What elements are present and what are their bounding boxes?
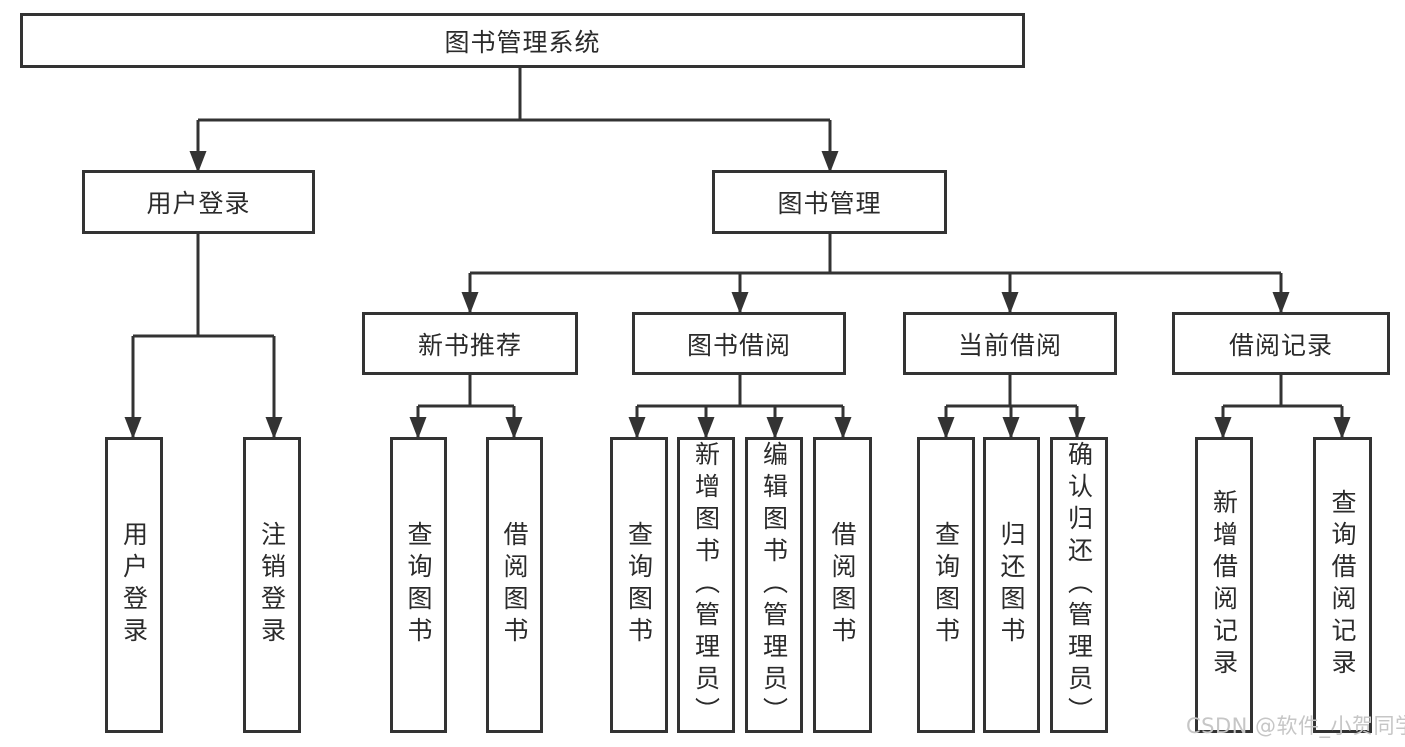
node-borrow-records: 借阅记录	[1172, 312, 1390, 375]
node-book-borrow: 图书借阅	[632, 312, 846, 375]
node-new-book-recommend: 新书推荐	[362, 312, 578, 375]
node-query-books: 查询图书	[390, 437, 447, 733]
node-edit-books-admin: 编辑图书（管理员）	[745, 437, 803, 733]
node-book-management: 图书管理	[712, 170, 947, 234]
node-user-login-leaf: 用户登录	[105, 437, 163, 733]
watermark: CSDN @软件_小贺同学	[1186, 714, 1405, 738]
node-query-books: 查询图书	[917, 437, 975, 733]
node-current-borrow: 当前借阅	[903, 312, 1117, 375]
node-return-books: 归还图书	[983, 437, 1040, 733]
node-query-borrow-record: 查询借阅记录	[1313, 437, 1372, 733]
node-query-books: 查询图书	[610, 437, 668, 733]
node-add-borrow-record: 新增借阅记录	[1195, 437, 1253, 733]
node-confirm-return-admin: 确认归还（管理员）	[1050, 437, 1108, 733]
node-logout-leaf: 注销登录	[243, 437, 301, 733]
node-borrow-books: 借阅图书	[813, 437, 872, 733]
node-library-system: 图书管理系统	[20, 13, 1025, 68]
node-add-books-admin: 新增图书（管理员）	[677, 437, 735, 733]
node-borrow-books: 借阅图书	[486, 437, 543, 733]
node-user-login: 用户登录	[82, 170, 315, 234]
